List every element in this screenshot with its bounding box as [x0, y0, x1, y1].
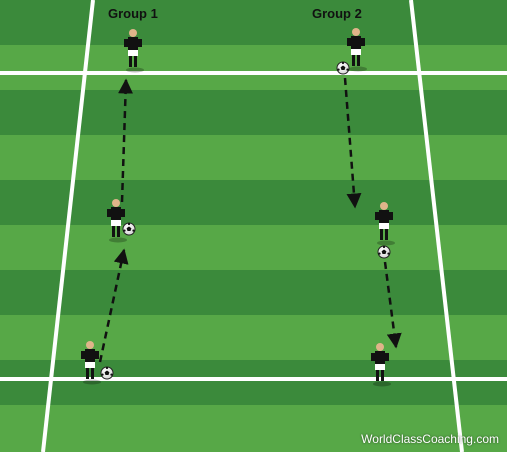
soccer-ball-icon: [100, 366, 114, 380]
pass-arrows: [98, 77, 402, 363]
player-icon: [347, 28, 367, 72]
player-icon: [81, 341, 101, 385]
watermark: WorldClassCoaching.com: [361, 432, 499, 446]
player-icon: [107, 199, 127, 243]
player-icon: [371, 343, 391, 387]
left-touchline: [41, 0, 95, 452]
player-icon: [124, 29, 144, 73]
soccer-ball-icon: [377, 245, 391, 259]
soccer-ball-icon: [122, 222, 136, 236]
dashed-arrow-icon: [383, 261, 402, 349]
dashed-arrow-icon: [118, 78, 134, 203]
group-2-label: Group 2: [312, 6, 362, 21]
dashed-arrow-icon: [343, 77, 362, 209]
soccer-ball-icon: [336, 61, 350, 75]
right-touchline: [409, 0, 464, 452]
group-1-label: Group 1: [108, 6, 158, 21]
player-icon: [375, 202, 395, 246]
